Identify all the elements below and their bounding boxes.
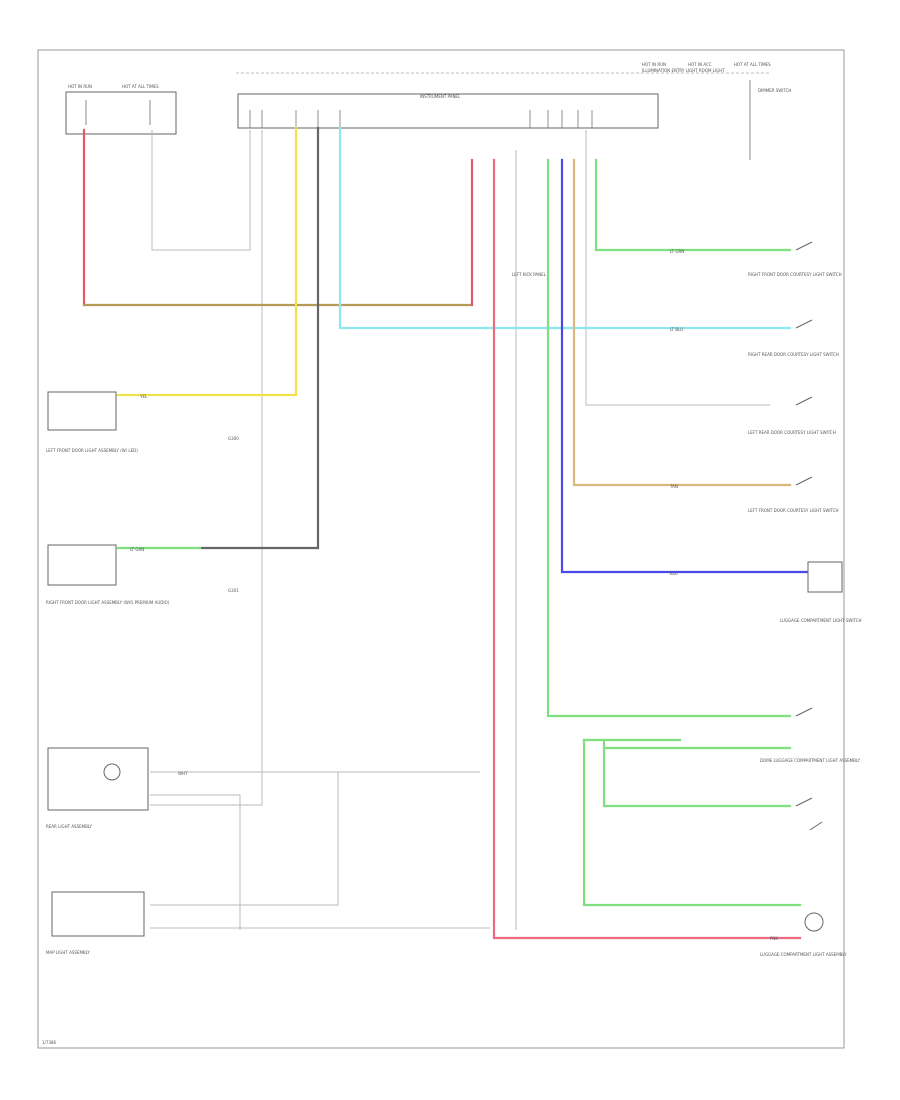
svg-text:YEL: YEL (139, 394, 148, 399)
ground-a-label: G300 (228, 436, 239, 441)
gray-wires (150, 130, 770, 930)
header-subtitle: ILLUMINATION ENTRY LIGHT ROOM LIGHT (642, 68, 725, 73)
lf-door-label: LEFT FRONT DOOR LIGHT ASSEMBLY (W/ LED) (46, 448, 138, 453)
footer-code: 1/7386 (42, 1040, 57, 1045)
fuse-b-label: HOT AT ALL TIMES (122, 84, 159, 89)
svg-text:LT GRN: LT GRN (130, 547, 144, 552)
wire-green-top (594, 158, 792, 252)
connector-bar (237, 93, 659, 129)
svg-text:TAN: TAN (669, 484, 678, 489)
cargo-switch-box (807, 561, 843, 593)
svg-text:PNK: PNK (770, 936, 778, 941)
dimmer-label: DIMMER SWITCH (758, 88, 791, 93)
cargo-switch-label: LUGGAGE COMPARTMENT LIGHT SWITCH (780, 618, 862, 623)
switch-symbols (795, 241, 823, 831)
cargo-light-label: LUGGAGE COMPARTMENT LIGHT ASSEMBLY (760, 952, 847, 957)
map-light (51, 891, 145, 937)
header-fuse-2: HOT IN ACC (688, 62, 712, 67)
wire-pink (492, 158, 802, 940)
connector-bar-label: INSTRUMENT PANEL (420, 94, 461, 99)
fuse-a-label: HOT IN RUN (68, 84, 92, 89)
rf-door-label: RIGHT FRONT DOOR LIGHT ASSEMBLY (W/O PRE… (46, 600, 170, 605)
header-fuse-1: HOT IN RUN (642, 62, 666, 67)
wire-green-main (546, 158, 792, 718)
fuse-panel-box (65, 91, 177, 135)
connector-pins (249, 110, 593, 128)
rear-light-label: REAR LIGHT ASSEMBLY (46, 824, 93, 829)
wire-lt-blue (338, 126, 792, 330)
wire-green-low2 (582, 738, 802, 907)
jb-label: LEFT KICK PANEL (512, 272, 547, 277)
wire-yellow (116, 126, 298, 397)
ground-b-label: G301 (228, 588, 239, 593)
lf-switch-label: LEFT FRONT DOOR COURTESY LIGHT SWITCH (748, 508, 839, 513)
dome-label: DOME LUGGAGE COMPARTMENT LIGHT ASSEMBLY (760, 758, 861, 763)
lr-switch-label: LEFT REAR DOOR COURTESY LIGHT SWITCH (748, 430, 836, 435)
wire-tan (572, 158, 792, 487)
wire-code-tags: YEL LT GRN LT GRN LT BLU TAN BLU PNK WHT (130, 249, 778, 941)
svg-text:LT BLU: LT BLU (670, 327, 683, 332)
wire-gray-dark (198, 126, 320, 550)
rf-door-light (47, 544, 117, 586)
rr-switch-label: RIGHT REAR DOOR COURTESY LIGHT SWITCH (748, 352, 839, 357)
map-light-label: MAP LIGHT ASSEMBLY (46, 950, 90, 955)
svg-text:BLU: BLU (670, 571, 678, 576)
lf-door-light (47, 391, 117, 431)
diagram-border (37, 49, 845, 1049)
header-fuse-3: HOT AT ALL TIMES (734, 62, 771, 67)
rf-switch-label: RIGHT FRONT DOOR COURTESY LIGHT SWITCH (748, 272, 842, 277)
svg-text:WHT: WHT (178, 771, 188, 776)
rear-light (47, 747, 149, 811)
svg-text:LT GRN: LT GRN (670, 249, 684, 254)
cargo-light-bulb (804, 912, 824, 932)
wire-blue (560, 158, 812, 574)
wire-green-low (602, 738, 792, 808)
